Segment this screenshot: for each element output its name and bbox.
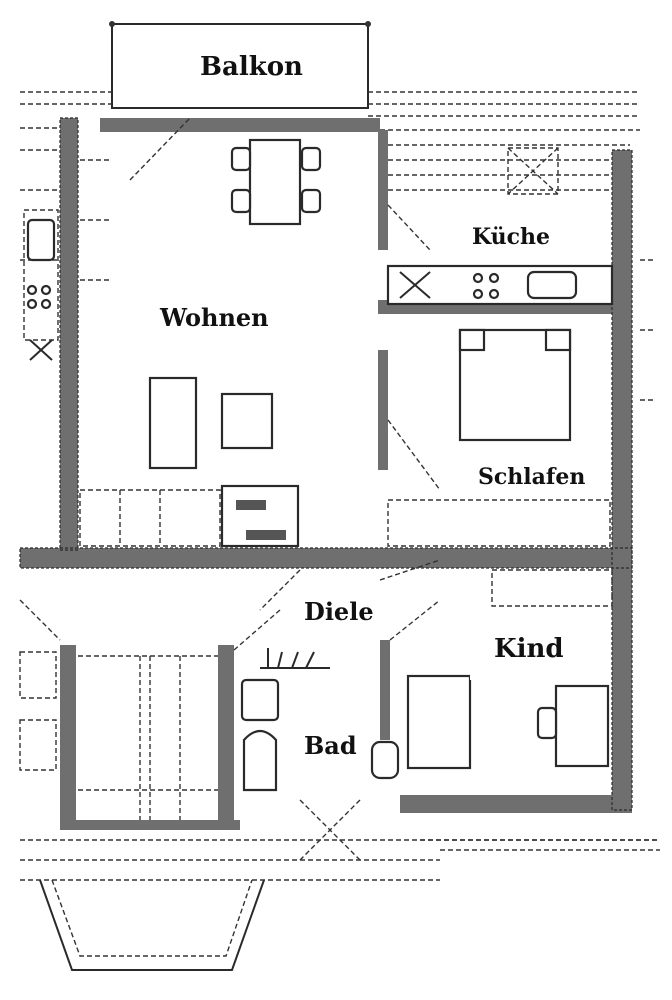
kids-shelf — [491, 569, 613, 607]
storage-area — [19, 651, 218, 820]
label-backgrounds — [134, 38, 606, 770]
bathroom-fixtures — [240, 678, 400, 792]
wall-shelf — [79, 489, 221, 547]
roof-lines-top — [20, 91, 655, 401]
room-label-bad: Bad — [304, 731, 357, 760]
kids-bed — [406, 674, 472, 770]
stair-bay — [20, 799, 660, 971]
left-kitchenette — [23, 209, 59, 361]
room-label-schlafen: Schlafen — [478, 464, 586, 490]
wall-edges — [19, 117, 633, 811]
room-label-diele: Diele — [304, 597, 374, 626]
dining-table — [230, 138, 322, 226]
sofa — [148, 376, 198, 470]
door-swings — [19, 117, 441, 651]
coffee-table — [220, 392, 274, 450]
kitchen-window — [507, 147, 559, 195]
sideboard — [220, 484, 300, 548]
kitchen-counter — [386, 264, 614, 306]
room-label-wohnen: Wohnen — [160, 303, 269, 332]
room-label-kind: Kind — [494, 634, 564, 664]
room-label-balkon: Balkon — [200, 52, 303, 82]
wardrobe — [387, 499, 611, 547]
double-bed — [458, 328, 572, 442]
walls — [20, 118, 632, 830]
room-label-kueche: Küche — [472, 224, 551, 250]
balcony-outline — [109, 21, 371, 109]
coat-rack — [260, 648, 330, 669]
kids-desk — [536, 684, 610, 768]
